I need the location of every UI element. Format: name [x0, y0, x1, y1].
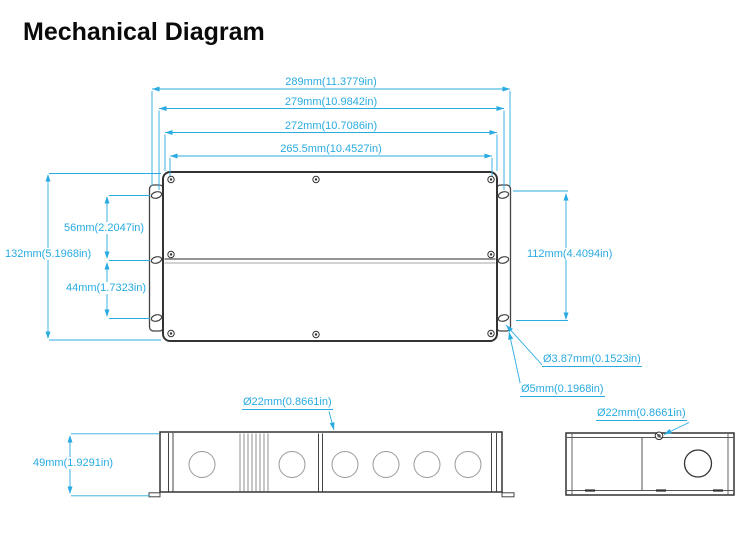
dim-width-slot-centers: 279mm(10.9842in)	[283, 95, 379, 108]
front-view-drawing	[148, 171, 512, 342]
dimension-lines	[47, 88, 690, 497]
knockout-holes-side	[188, 451, 482, 478]
enclosure-panel	[162, 171, 498, 342]
vent-slots	[239, 433, 269, 492]
dim-width-screw-centers: 265.5mm(10.4527in)	[279, 143, 383, 155]
dim-knockout-end: Ø22mm(0.8661in)	[596, 407, 687, 421]
side-view-right-foot	[501, 492, 515, 498]
dim-height-overall: 132mm(5.1968in)	[4, 248, 93, 260]
dim-knockout-side: Ø22mm(0.8661in)	[242, 396, 333, 410]
side-view-drawing	[148, 431, 515, 498]
dim-hole-small: Ø3.87mm(0.1523in)	[542, 353, 642, 367]
panel-screws	[167, 175, 495, 339]
dim-width-panel: 272mm(10.7086in)	[283, 119, 379, 132]
dim-height-slot-centers: 112mm(4.4094in)	[526, 248, 614, 260]
flange-slots	[150, 191, 510, 322]
end-view-screw	[654, 431, 664, 441]
knockout-hole-end	[683, 449, 713, 478]
side-view-divider	[318, 433, 323, 492]
dim-width-overall: 289mm(11.3779in)	[284, 76, 378, 88]
end-view-drawing	[565, 431, 735, 496]
dim-hole-slot: Ø5mm(0.1968in)	[520, 383, 605, 397]
dim-slot-gap-upper: 56mm(2.2047in)	[62, 222, 146, 234]
side-view-end-walls	[168, 433, 497, 492]
dim-depth: 49mm(1.9291in)	[32, 457, 115, 469]
side-view-body	[159, 431, 503, 493]
panel-seam	[164, 258, 496, 264]
dim-slot-gap-lower: 44mm(1.7323in)	[64, 282, 148, 294]
page-title: Mechanical Diagram	[23, 18, 265, 46]
side-view-left-foot	[148, 492, 161, 498]
end-view-wall-lines	[566, 433, 734, 495]
